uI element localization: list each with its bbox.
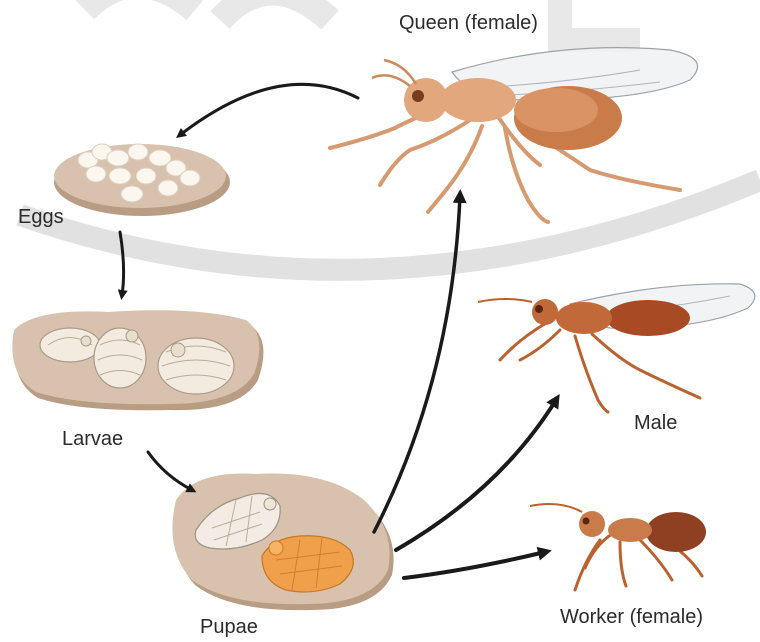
larva-3 bbox=[158, 338, 234, 394]
watermark bbox=[20, 0, 760, 270]
label-male: Male bbox=[634, 412, 677, 435]
eggs-tray bbox=[54, 144, 230, 216]
orange-pupa bbox=[262, 536, 353, 592]
label-pupae: Pupae bbox=[200, 616, 258, 639]
label-larvae: Larvae bbox=[62, 428, 123, 451]
male-ant bbox=[478, 284, 755, 412]
larva-2 bbox=[94, 328, 146, 388]
label-queen: Queen (female) bbox=[399, 12, 538, 35]
arrow-larvae-to-pupae bbox=[148, 452, 192, 490]
label-worker: Worker (female) bbox=[560, 606, 703, 629]
label-eggs: Eggs bbox=[18, 206, 64, 229]
larvae-tray bbox=[12, 310, 263, 410]
arrow-pupae-to-worker bbox=[404, 552, 545, 578]
larva-1 bbox=[40, 328, 100, 362]
worker-ant bbox=[530, 504, 706, 590]
arrow-pupae-to-queen bbox=[374, 196, 460, 532]
pupae-tray bbox=[172, 474, 393, 611]
queen-ant bbox=[330, 48, 698, 222]
arrow-queen-to-eggs bbox=[180, 84, 358, 135]
